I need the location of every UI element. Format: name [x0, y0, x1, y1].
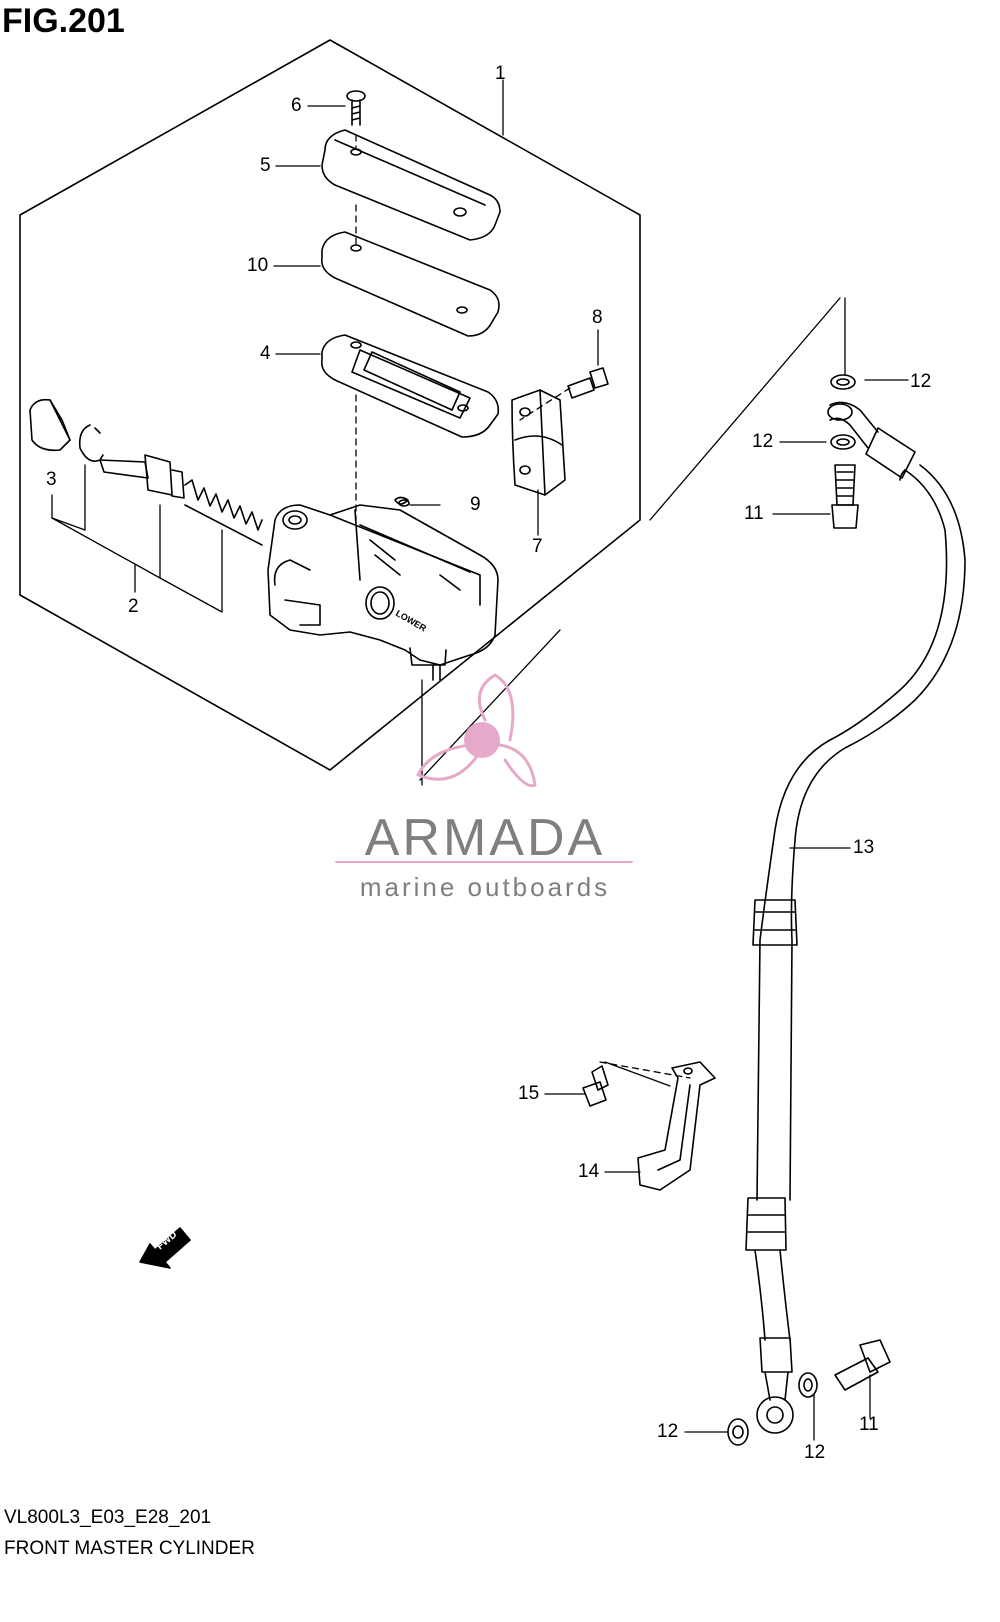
- part-2-piston: [99, 454, 263, 546]
- figure-caption: FRONT MASTER CYLINDER: [4, 1538, 255, 1559]
- watermark-brand: ARMADA: [364, 809, 606, 867]
- part-11-bolts: [831, 464, 891, 1391]
- callout-8: 8: [592, 307, 603, 328]
- callout-11-top: 11: [744, 503, 764, 524]
- part-7-clamp: [511, 389, 566, 496]
- model-code: VL800L3_E03_E28_201: [4, 1507, 212, 1528]
- callout-15: 15: [518, 1083, 540, 1104]
- callout-3: 3: [46, 469, 57, 490]
- callout-12-a: 12: [910, 371, 932, 392]
- part-5-cap: [321, 129, 501, 241]
- callout-5: 5: [260, 155, 271, 176]
- callout-12-b: 12: [752, 431, 774, 452]
- callout-6: 6: [291, 95, 302, 116]
- master-cylinder-body: [267, 504, 499, 681]
- part-13-hose: [745, 401, 966, 1434]
- part-circlip: [78, 424, 104, 462]
- assembly-boundary: [19, 39, 641, 771]
- part-6-screw: [346, 90, 366, 126]
- callout-1: 1: [495, 63, 506, 84]
- leader-lines: [51, 79, 909, 1441]
- fwd-arrow-icon: FWD: [139, 1227, 191, 1269]
- propeller-logo: [416, 673, 537, 788]
- figure-title: FIG.201: [2, 2, 125, 40]
- callout-12-d: 12: [804, 1442, 826, 1463]
- part-3-boot: [29, 398, 71, 452]
- callout-10: 10: [247, 255, 269, 276]
- callout-13: 13: [853, 837, 875, 858]
- callout-12-c: 12: [657, 1421, 679, 1442]
- part-9-clip: [394, 496, 410, 507]
- callout-9: 9: [470, 494, 481, 515]
- callout-14: 14: [578, 1161, 600, 1182]
- part-12-washers: [727, 374, 856, 1446]
- callout-4: 4: [260, 343, 271, 364]
- body-marking: LOWER: [394, 608, 428, 634]
- part-8-bolt: [567, 367, 609, 399]
- callout-7: 7: [532, 536, 543, 557]
- watermark-tagline: marine outboards: [359, 872, 611, 902]
- part-10-plate: [320, 231, 500, 337]
- callout-11-bottom: 11: [859, 1414, 879, 1435]
- callout-2: 2: [128, 596, 139, 617]
- part-14-bracket: [637, 1061, 716, 1191]
- part-15-bolt: [582, 1065, 609, 1107]
- part-4-diaphragm: [320, 334, 500, 438]
